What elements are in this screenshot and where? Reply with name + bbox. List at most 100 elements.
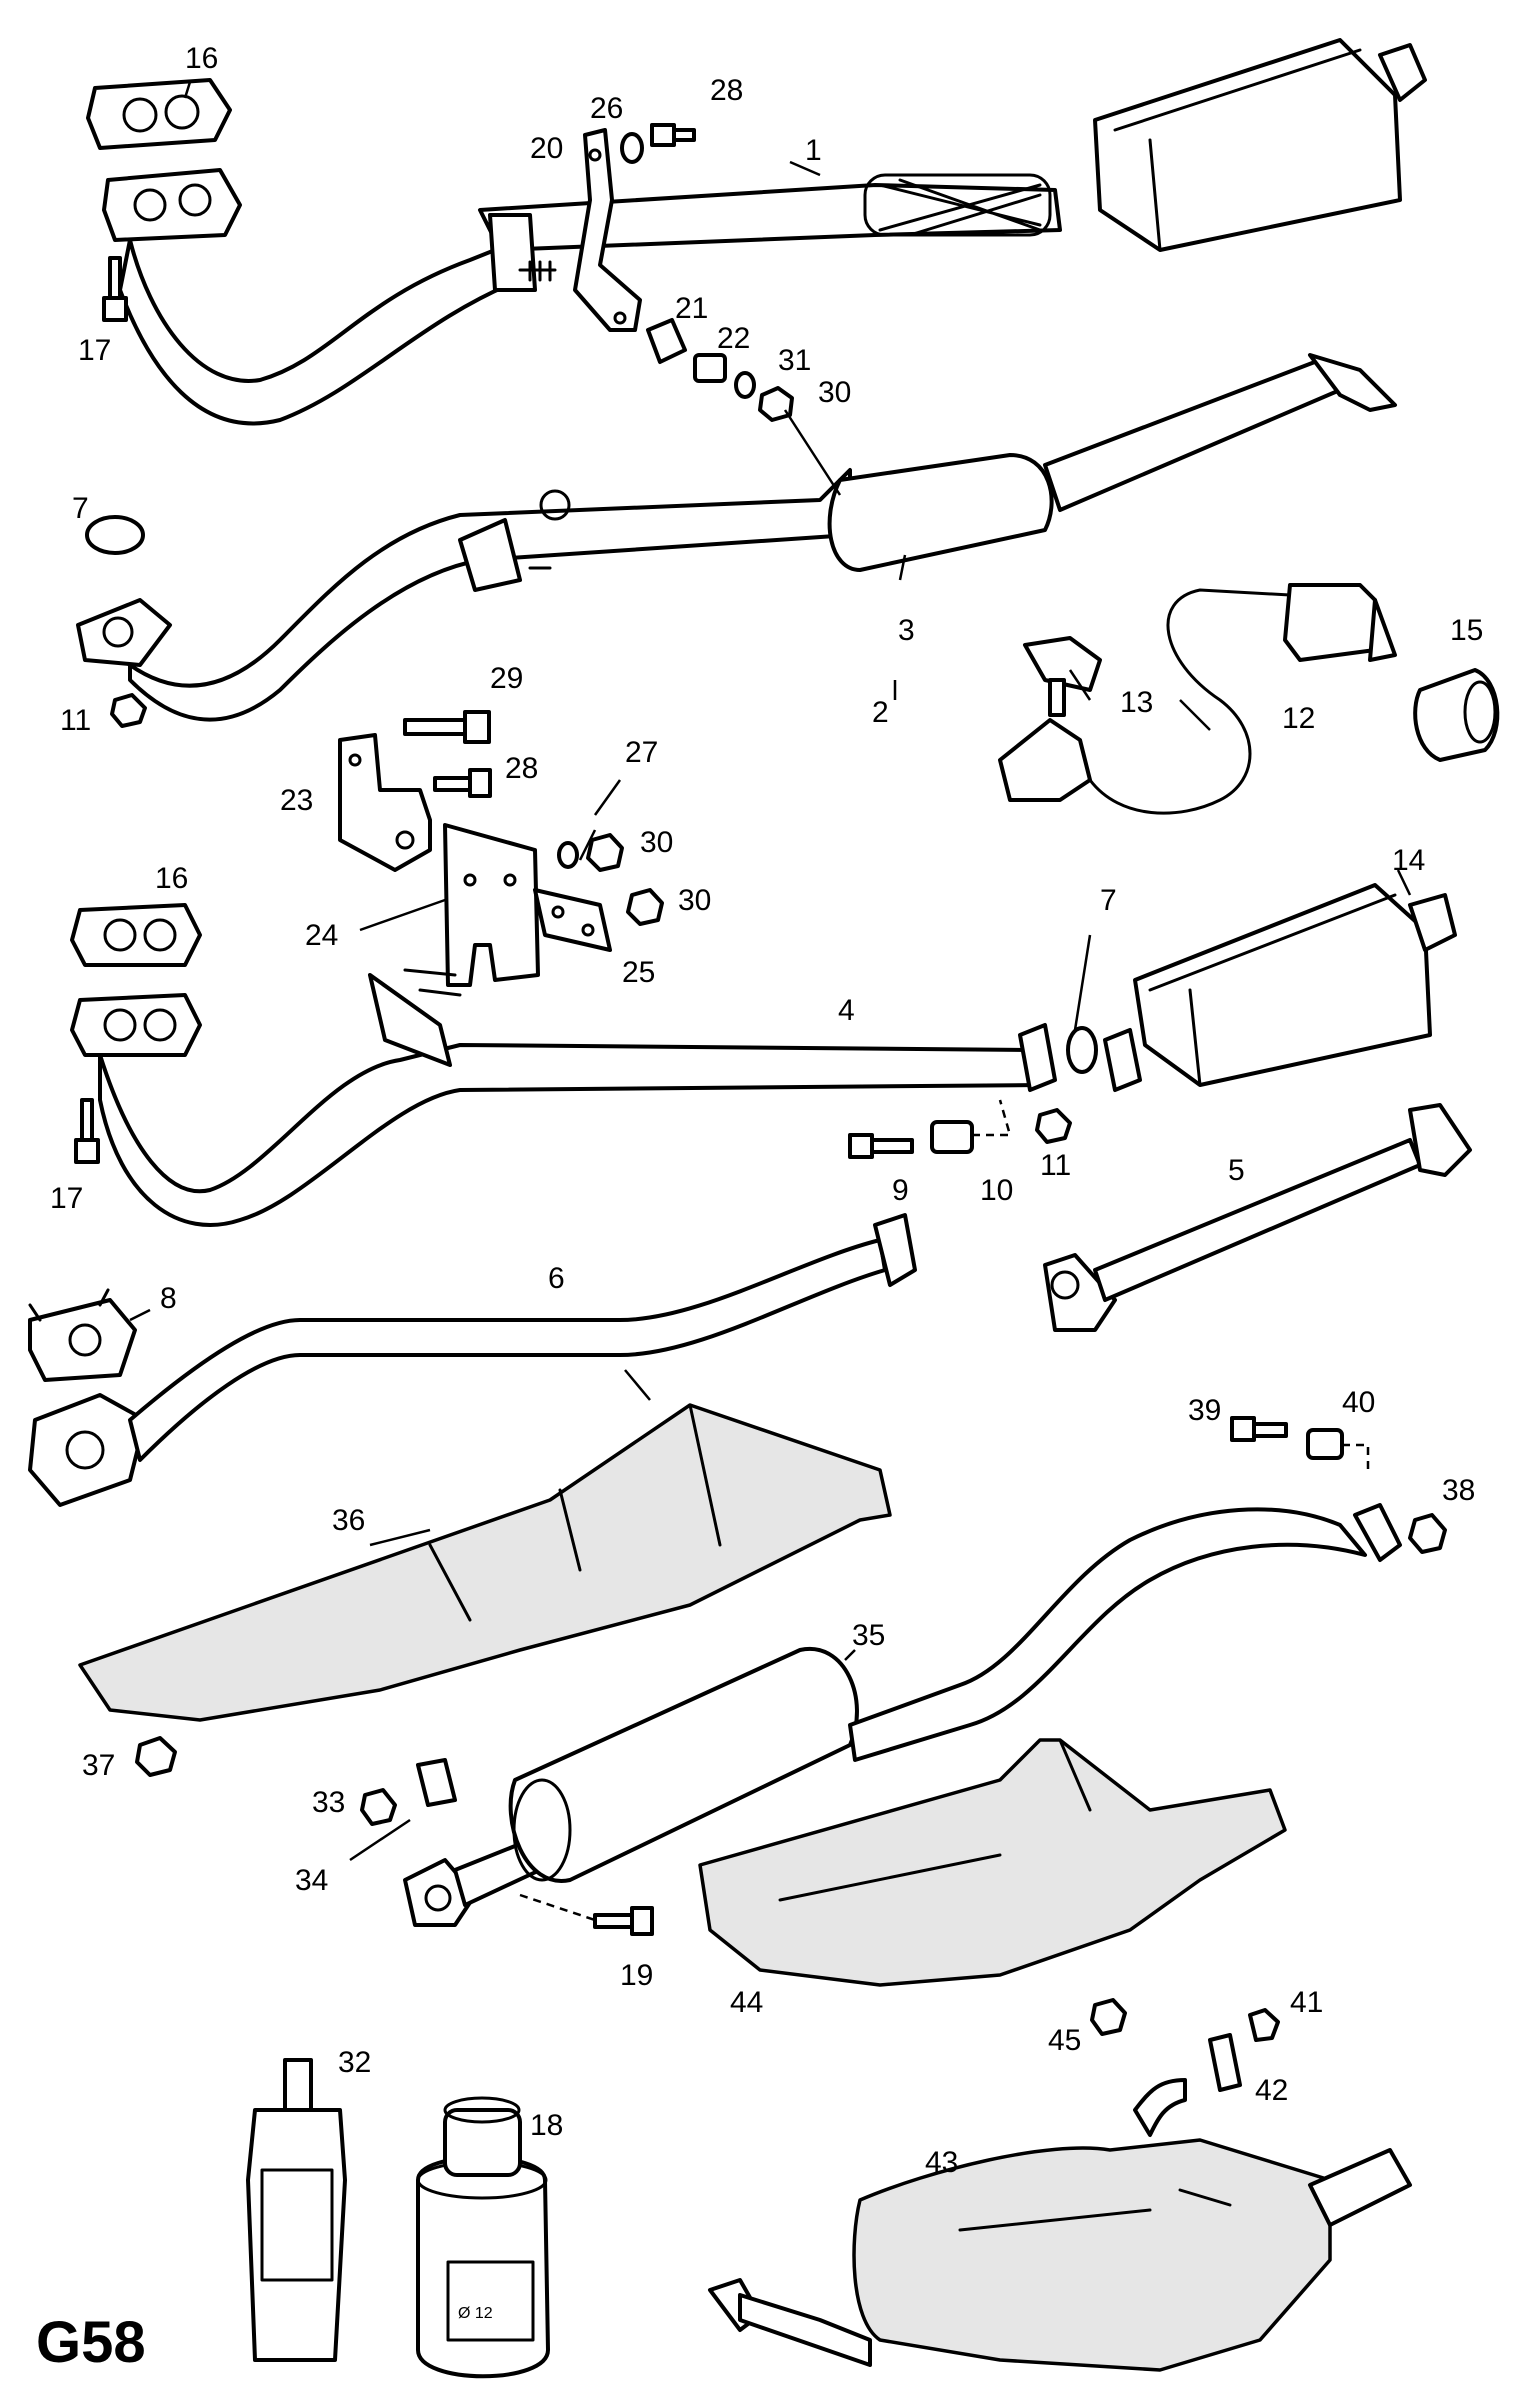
callout-15: 15 <box>1450 614 1483 647</box>
callout-32: 32 <box>338 2046 371 2079</box>
part-30-nut-top <box>758 386 794 422</box>
callout-40: 40 <box>1342 1386 1375 1419</box>
callout-26: 26 <box>590 92 623 125</box>
part-22-spacer <box>693 353 727 383</box>
callout-43: 43 <box>925 2146 958 2179</box>
part-6-front-pipe <box>28 1213 917 1507</box>
callout-16-mid: 16 <box>155 862 188 895</box>
part-16-gasket-mid <box>70 903 202 967</box>
callout-35: 35 <box>852 1619 885 1652</box>
callout-28-mid: 28 <box>505 752 538 785</box>
callout-8: 8 <box>160 1282 177 1315</box>
callout-29: 29 <box>490 662 523 695</box>
part-35-center-silencer <box>403 1503 1402 1927</box>
callout-2: 2 <box>872 696 889 729</box>
callout-14: 14 <box>1392 844 1425 877</box>
part-26-washer <box>620 132 644 164</box>
part-38-nut <box>1408 1513 1447 1554</box>
part-32-sealant-tube <box>246 2058 347 2362</box>
part-2-front-pipe <box>76 468 852 722</box>
callout-11-b: 11 <box>1040 1149 1071 1182</box>
part-31-washer <box>734 371 756 399</box>
callout-13: 13 <box>1120 686 1153 719</box>
part-9-bolt <box>848 1133 914 1159</box>
assembly-dash-19 <box>519 1893 596 1922</box>
part-20-bracket <box>573 128 642 332</box>
part-24-plate <box>443 823 540 987</box>
callout-labels: 16 26 28 20 1 21 22 31 30 17 7 11 3 2 13… <box>50 42 1483 2179</box>
part-37-nut <box>135 1736 177 1777</box>
callout-38: 38 <box>1442 1474 1475 1507</box>
part-41-nut <box>1248 2008 1280 2042</box>
callout-30-top: 30 <box>818 376 851 409</box>
part-12-oxygen-sensor <box>998 583 1397 815</box>
part-40-sleeve <box>1306 1428 1344 1460</box>
part-27-washer <box>557 841 579 869</box>
callout-45: 45 <box>1048 2024 1081 2057</box>
callout-31: 31 <box>778 344 811 377</box>
callout-21: 21 <box>675 292 708 325</box>
callout-20: 20 <box>530 132 563 165</box>
callout-23: 23 <box>280 784 313 817</box>
callout-41: 41 <box>1290 1986 1323 2019</box>
part-43-rear-silencer <box>708 2078 1412 2372</box>
part-11-nut-b <box>1035 1108 1072 1144</box>
part-42-mount-rubber <box>1208 2033 1242 2092</box>
callout-37: 37 <box>82 1749 115 1782</box>
part-34-mount-rubber <box>416 1758 457 1807</box>
part-19-bolt <box>593 1906 654 1936</box>
part-11-nut-a <box>110 693 147 728</box>
part-14-catalytic-converter <box>1103 883 1457 1092</box>
part-10-sleeve <box>930 1120 974 1154</box>
part-45-nut <box>1090 1998 1127 2036</box>
part-39-bolt <box>1230 1416 1288 1442</box>
part-23-bracket <box>338 733 432 872</box>
tube-diameter-label: Ø 12 <box>458 2305 493 2322</box>
callout-6: 6 <box>548 1262 565 1295</box>
part-4-front-pipe <box>70 968 1057 1227</box>
part-17-bolt-top <box>102 256 128 322</box>
callout-27: 27 <box>625 736 658 769</box>
callout-9: 9 <box>892 1174 909 1207</box>
part-25-strap <box>533 888 612 952</box>
part-7-ring-a <box>85 515 145 555</box>
callout-12: 12 <box>1282 702 1315 735</box>
callout-18: 18 <box>530 2109 563 2142</box>
callout-5: 5 <box>1228 1154 1245 1187</box>
callout-11-a: 11 <box>60 704 91 737</box>
callout-36: 36 <box>332 1504 365 1537</box>
callout-10: 10 <box>980 1174 1013 1207</box>
part-28-bolt-mid <box>433 768 492 798</box>
part-18-paste-jar: Ø 12 <box>416 2096 550 2379</box>
part-30-nut-mid-b <box>626 888 664 926</box>
part-3-center-silencer-pipe <box>827 353 1397 572</box>
part-8-heat-shield <box>28 1288 137 1382</box>
part-13-plug <box>1023 636 1102 717</box>
part-36-heat-shield <box>78 1403 892 1722</box>
callout-44: 44 <box>730 1986 763 2019</box>
callout-33: 33 <box>312 1786 345 1819</box>
part-29-bolt <box>403 710 491 744</box>
callout-16-top: 16 <box>185 42 218 75</box>
assembly-dash-39-40 <box>1342 1443 1370 1475</box>
assembly-dash-9-10 <box>972 1099 1012 1137</box>
callout-39: 39 <box>1188 1394 1221 1427</box>
part-44-heat-shield <box>698 1738 1287 1987</box>
part-21-mount <box>646 318 687 364</box>
callout-30-mid-b: 30 <box>678 884 711 917</box>
part-5-intermediate-pipe <box>1043 1103 1472 1332</box>
callout-30-mid-a: 30 <box>640 826 673 859</box>
callout-17-top: 17 <box>78 334 111 367</box>
callout-25: 25 <box>622 956 655 989</box>
part-16-gasket-top <box>86 78 232 150</box>
part-28-bolt-top <box>650 123 696 147</box>
callout-42: 42 <box>1255 2074 1288 2107</box>
part-7-ring-b <box>1066 1026 1098 1074</box>
callout-19: 19 <box>620 1959 653 1992</box>
callout-22: 22 <box>717 322 750 355</box>
callout-4: 4 <box>838 994 855 1027</box>
part-15-sensor-cap <box>1413 668 1500 762</box>
callout-17-mid: 17 <box>50 1182 83 1215</box>
callout-7-a: 7 <box>72 492 89 525</box>
